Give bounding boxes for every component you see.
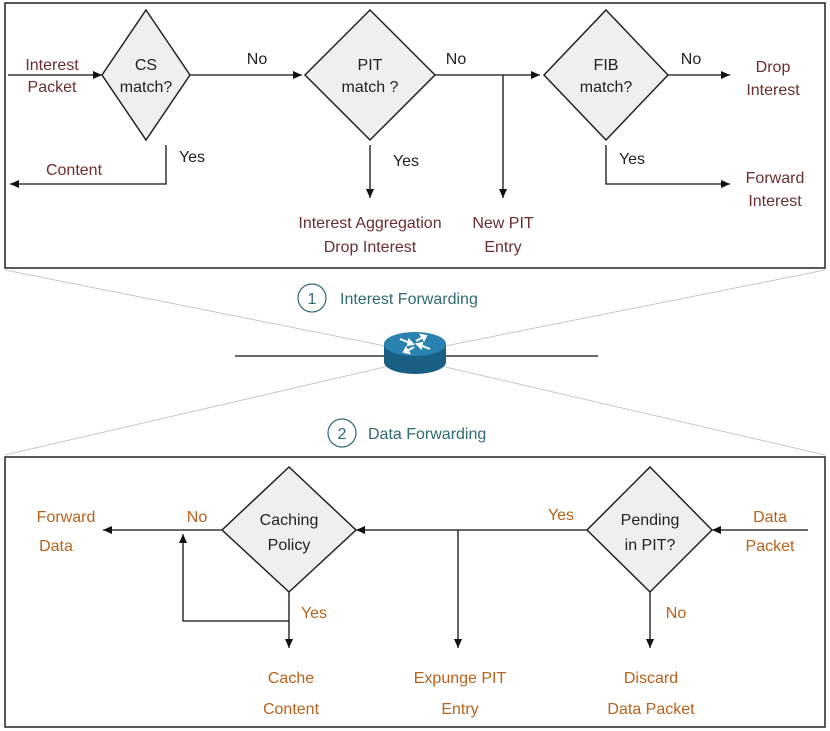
forward-data-line1: Forward (37, 509, 96, 526)
fib-match-diamond (542, 8, 670, 142)
expunge-pit-line1: Expunge PIT (414, 670, 507, 687)
pending-no-label: No (666, 605, 687, 622)
pending-in-pit-diamond (585, 465, 714, 594)
caching-diamond-line1: Caching (260, 512, 319, 529)
forward-interest-line1: Forward (746, 170, 805, 187)
pit-yes-label: Yes (393, 153, 419, 170)
data-flow-lines (103, 526, 808, 648)
caching-no-label: No (187, 509, 208, 526)
drop-interest-line2: Interest (746, 82, 800, 99)
interest-packet-line2: Packet (28, 79, 77, 96)
caching-policy-diamond (220, 465, 358, 594)
discard-line1: Discard (624, 670, 678, 687)
cs-diamond-line1: CS (135, 57, 157, 74)
caching-yes-label: Yes (301, 605, 327, 622)
step1-title: Interest Forwarding (340, 291, 478, 308)
expunge-pit-line2: Entry (441, 701, 478, 718)
aggregation-line2: Drop Interest (324, 239, 417, 256)
fib-no-label: No (681, 51, 702, 68)
fib-diamond-line2: match? (580, 79, 633, 96)
content-label: Content (46, 162, 103, 179)
step2-number: 2 (338, 426, 347, 443)
pending-yes-label: Yes (548, 507, 574, 524)
data-packet-line1: Data (753, 509, 787, 526)
step1-number: 1 (308, 291, 317, 308)
interest-packet-line1: Interest (25, 57, 79, 74)
caching-diamond-line2: Policy (268, 537, 311, 554)
cs-diamond-line2: match? (120, 79, 173, 96)
cs-match-diamond (101, 8, 191, 142)
pit-diamond-line1: PIT (358, 57, 383, 74)
cs-no-label: No (247, 51, 268, 68)
cache-content-line1: Cache (268, 670, 314, 687)
forward-interest-line2: Interest (748, 193, 802, 210)
aggregation-line1: Interest Aggregation (298, 215, 441, 232)
step2-title: Data Forwarding (368, 426, 486, 443)
cs-yes-label: Yes (179, 149, 205, 166)
pit-no-label: No (446, 51, 467, 68)
cache-content-line2: Content (263, 701, 320, 718)
drop-interest-line1: Drop (756, 59, 791, 76)
data-forwarding-box (4, 456, 826, 728)
router-icon (384, 332, 446, 374)
pit-match-diamond (303, 8, 437, 142)
pit-diamond-line2: match ? (342, 79, 399, 96)
new-pit-line1: New PIT (472, 215, 534, 232)
forward-data-line2: Data (39, 538, 73, 555)
data-packet-line2: Packet (746, 538, 795, 555)
perspective-lines (4, 269, 826, 456)
step1-label: 1 Interest Forwarding (297, 283, 478, 313)
fib-yes-label: Yes (619, 151, 645, 168)
interest-flow-lines (8, 71, 730, 198)
step2-label: 2 Data Forwarding (327, 418, 486, 448)
fib-diamond-line1: FIB (594, 57, 619, 74)
new-pit-line2: Entry (484, 239, 521, 256)
pending-diamond-line2: in PIT? (625, 537, 676, 554)
discard-line2: Data Packet (607, 701, 695, 718)
pending-diamond-line1: Pending (621, 512, 680, 529)
